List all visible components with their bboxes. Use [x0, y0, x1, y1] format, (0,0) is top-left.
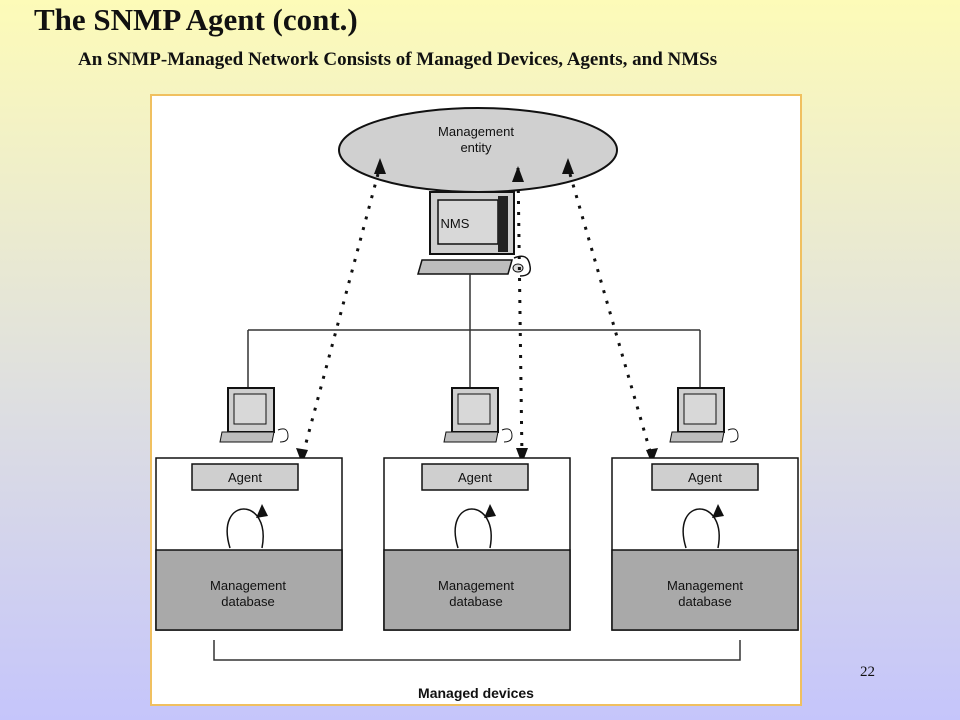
diagram-canvas: Management entity NMS	[155, 107, 799, 701]
agent-workstation-1	[219, 387, 289, 443]
database-label-line2: database	[678, 594, 732, 609]
managed-devices-label: Managed devices	[418, 685, 534, 701]
managed-device-2: Agent Management database	[383, 457, 571, 631]
database-label-line1: Management	[438, 578, 514, 593]
nms-computer: NMS	[417, 191, 532, 277]
agent-workstation-2	[443, 387, 513, 443]
database-label-line2: database	[449, 594, 503, 609]
database-label-line1: Management	[210, 578, 286, 593]
database-label-line1: Management	[667, 578, 743, 593]
managed-device-3: Agent Management database	[611, 457, 799, 631]
management-entity: Management entity	[338, 107, 618, 193]
managed-device-1: Agent Management database	[155, 457, 343, 631]
slide-title: The SNMP Agent (cont.)	[34, 2, 358, 37]
management-entity-label-line2: entity	[460, 140, 492, 155]
agent-workstation-3	[669, 387, 739, 443]
snmp-network-diagram: Management entity NMS	[150, 94, 802, 706]
agent-label: Agent	[458, 470, 492, 485]
nms-label: NMS	[441, 216, 470, 231]
slide-subtitle: An SNMP-Managed Network Consists of Mana…	[78, 49, 718, 70]
arrow-heads	[296, 158, 658, 464]
network-bus	[247, 274, 701, 388]
dotted-arrows	[300, 167, 654, 459]
management-entity-label-line1: Management	[438, 124, 514, 139]
page-number: 22	[860, 664, 875, 680]
managed-devices-bracket: Managed devices	[213, 640, 741, 701]
agent-label: Agent	[688, 470, 722, 485]
agent-label: Agent	[228, 470, 262, 485]
database-label-line2: database	[221, 594, 275, 609]
